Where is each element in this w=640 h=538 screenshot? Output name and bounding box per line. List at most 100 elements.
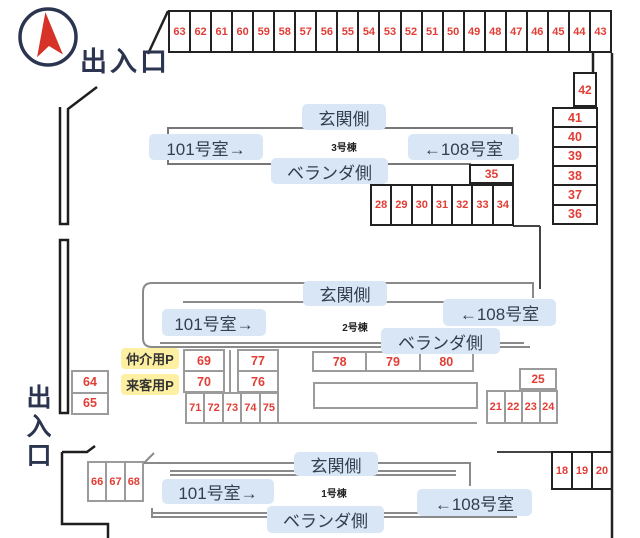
parking-space: 74 [242, 394, 261, 422]
label-veranda-side-b1: ベランダ側 [267, 506, 384, 533]
label-entrance-side-b2: 玄関側 [303, 281, 387, 306]
parking-space: 19 [573, 453, 593, 488]
driveway-box [313, 382, 478, 409]
parking-space: 50 [444, 12, 465, 51]
parking-space: 29 [392, 186, 413, 224]
parking-space: 28 [372, 186, 393, 224]
parking-row-18-20: 18 19 20 [551, 451, 613, 490]
label-visitor-parking: 来客用P [121, 374, 179, 395]
parking-space: 79 [367, 353, 421, 370]
parking-space: 20 [595, 464, 609, 477]
parking-space: 43 [594, 25, 607, 38]
label-room108-b2: ←108号室 [443, 299, 556, 326]
parking-space: 67 [107, 463, 126, 500]
exit-label-left: 出入口 [26, 384, 52, 470]
parking-row-66-68: 66 67 68 [87, 461, 144, 502]
parking-space: 52 [402, 12, 423, 51]
parking-space: 58 [275, 12, 297, 51]
parking-space: 31 [433, 186, 454, 224]
label-room101-b2: 101号室→ [162, 309, 266, 336]
parking-space: 57 [296, 12, 318, 51]
parking-space: 40 [554, 128, 596, 148]
parking-space: 51 [423, 12, 444, 51]
parking-space: 56 [317, 12, 339, 51]
north-arrow-icon [18, 7, 78, 67]
parking-space: 78 [314, 353, 368, 370]
parking-space: 23 [523, 392, 541, 422]
parking-space: 59 [254, 12, 276, 51]
top-row-diagonal-wall [146, 10, 170, 55]
building1-entrance-line [142, 452, 471, 486]
parking-row-71-75: 71 72 73 74 75 [185, 392, 279, 424]
parking-space: 75 [262, 402, 275, 414]
label-room108-b1: ←108号室 [417, 489, 532, 516]
parking-space: 22 [506, 392, 523, 422]
label-entrance-side-b3: 玄関側 [302, 104, 386, 130]
parking-space: 61 [212, 12, 234, 51]
parking-stack-69-70: 69 70 [183, 349, 225, 393]
parking-space: 35 [469, 164, 514, 184]
parking-space: 25 [519, 368, 557, 390]
parking-space: 77 [239, 351, 277, 372]
parking-space: 60 [233, 12, 255, 51]
parking-space: 71 [187, 394, 206, 422]
label-veranda-side-b2: ベランダ側 [381, 328, 500, 354]
parking-space: 46 [528, 12, 549, 51]
parking-space: 54 [359, 12, 381, 51]
parking-row-28-34: 28 29 30 31 32 33 34 [370, 184, 514, 226]
parking-space: 45 [549, 12, 570, 51]
parking-space: 30 [413, 186, 433, 224]
parking-space: 39 [554, 148, 596, 167]
parking-space: 62 [191, 12, 213, 51]
parking-space: 38 [554, 167, 596, 187]
parking-space: 73 [224, 394, 243, 422]
parking-space: 34 [496, 199, 509, 211]
parking-space: 72 [205, 394, 224, 422]
parking-space: 18 [553, 453, 573, 488]
parking-space: 69 [185, 351, 223, 372]
label-building3-name: 3号棟 [331, 143, 357, 154]
parking-column-right: 41 40 39 38 37 36 [552, 107, 598, 225]
parking-space: 48 [486, 12, 507, 51]
parking-space: 49 [465, 12, 486, 51]
label-room108-b3: ←108号室 [408, 134, 519, 160]
parking-space: 65 [83, 396, 97, 411]
label-building1-name: 1号棟 [321, 489, 347, 500]
parking-space: 33 [473, 186, 494, 224]
label-entrance-side-b1: 玄関側 [294, 452, 378, 476]
parking-space: 44 [570, 12, 591, 51]
parking-stack-77-76: 77 76 [237, 349, 279, 393]
parking-space: 63 [170, 12, 192, 51]
left-wall-upper [58, 86, 98, 226]
parking-row-78-80: 78 79 80 [312, 351, 474, 372]
left-wall-lower [58, 238, 70, 415]
parking-space: 55 [338, 12, 360, 51]
exit-label-top: 出入口 [80, 47, 170, 77]
parking-space: 66 [89, 463, 108, 500]
parking-space: 41 [554, 109, 596, 129]
parking-space: 42 [573, 72, 597, 107]
mid-right-wall [513, 225, 541, 289]
parking-space: 47 [507, 12, 528, 51]
building2-outline [142, 282, 534, 348]
parking-space: 36 [568, 207, 582, 222]
label-veranda-side-b3: ベランダ側 [271, 158, 388, 184]
parking-stack-64-65: 64 65 [71, 370, 109, 415]
parking-space: 64 [73, 372, 107, 394]
parking-space: 32 [453, 186, 474, 224]
parking-space: 37 [554, 186, 596, 206]
parking-row-21-24: 21 22 23 24 [486, 390, 558, 424]
bottom-left-wall [60, 445, 110, 538]
parking-space: 76 [251, 374, 265, 389]
parking-space: 80 [439, 354, 454, 369]
parking-space: 70 [197, 374, 211, 389]
label-agent-parking: 仲介用P [121, 348, 179, 369]
parking-space: 21 [488, 392, 506, 422]
parking-row-top: 63 62 61 60 59 58 57 56 55 54 53 52 51 5… [168, 10, 612, 53]
label-room101-b3: 101号室→ [149, 134, 263, 160]
parking-space: 24 [542, 401, 555, 413]
label-building2-name: 2号棟 [342, 323, 368, 334]
parking-space: 53 [380, 12, 402, 51]
parking-space: 68 [127, 475, 140, 488]
